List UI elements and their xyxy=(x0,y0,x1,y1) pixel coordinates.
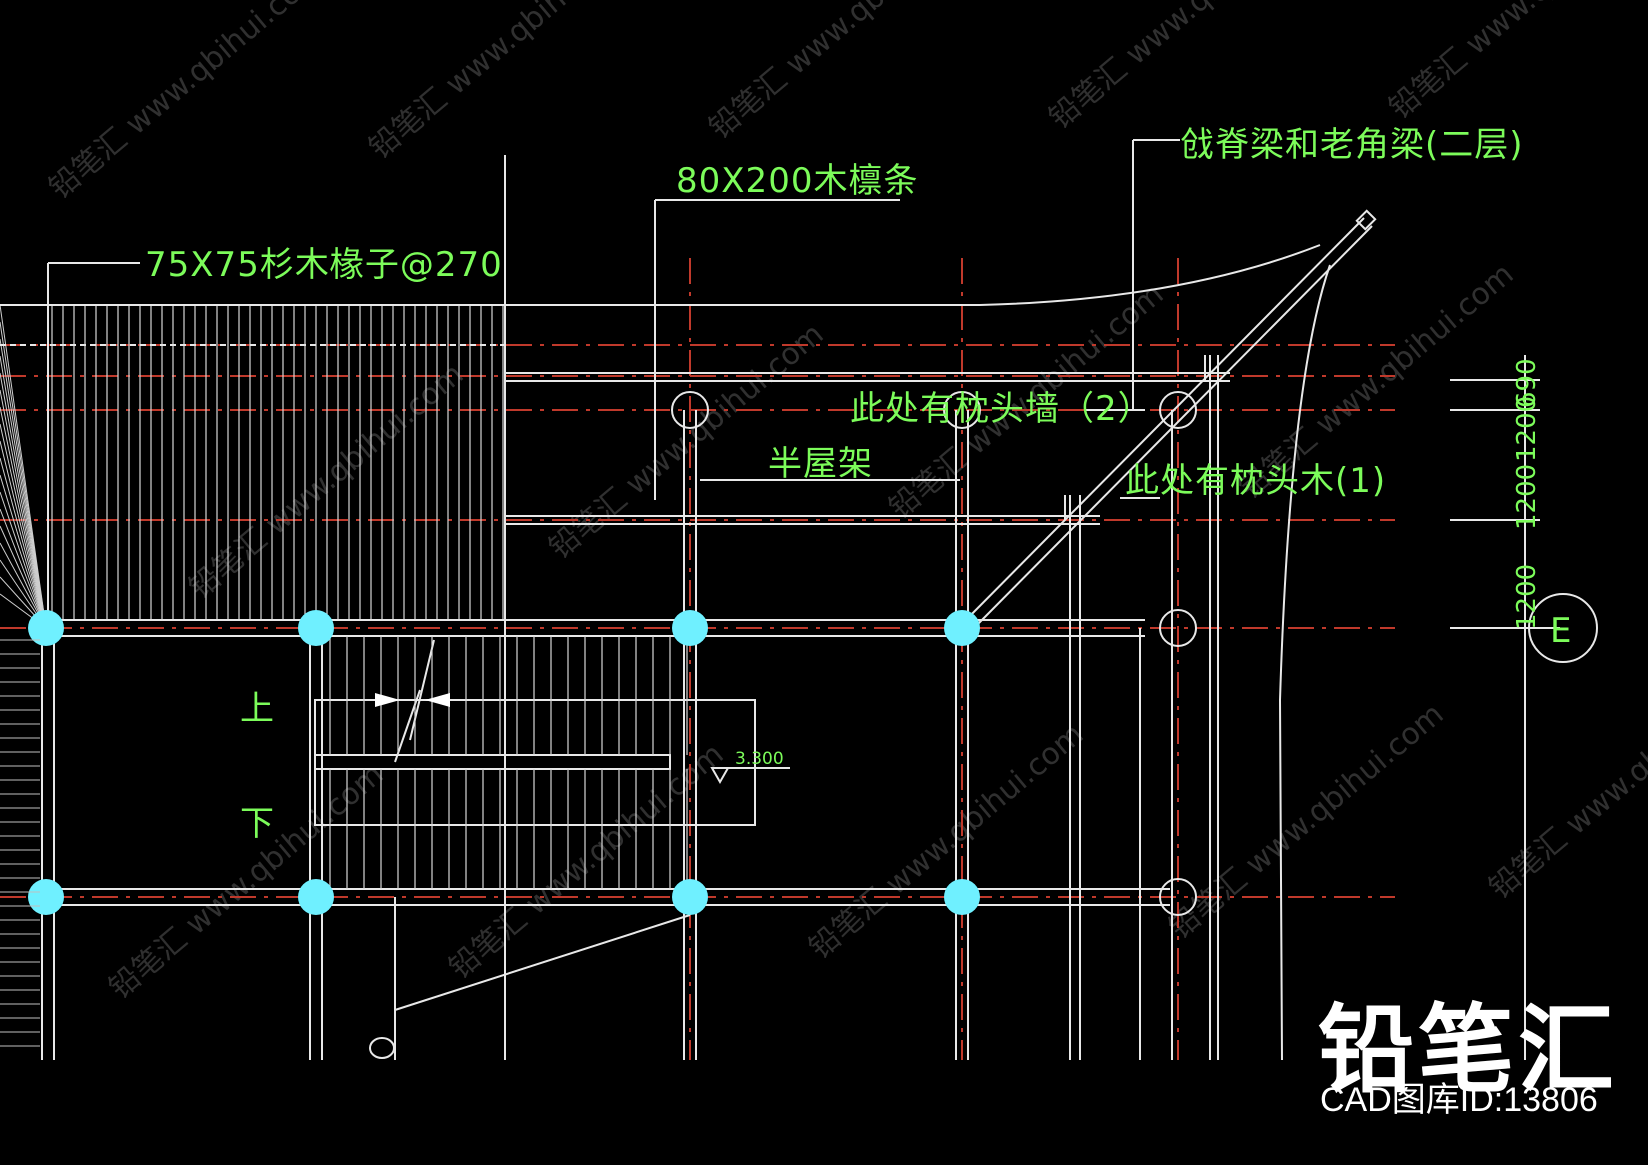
fan-line xyxy=(0,440,47,629)
watermark-text: 铅笔汇 www.qbihui.com xyxy=(703,0,991,146)
stair-arrows xyxy=(375,693,450,707)
rafter-label: 75X75杉木椽子@270 xyxy=(145,245,503,285)
fan-line xyxy=(0,423,47,629)
pillow-wood-label: 此处有枕头木(1) xyxy=(1125,461,1386,501)
watermark-text: 铅笔汇 www.qbihui.com xyxy=(43,0,331,206)
dim-text-a: 1200 xyxy=(1512,564,1542,630)
fan-line xyxy=(0,389,47,629)
grid-axis-label: E xyxy=(1550,611,1572,651)
watermark-text: 铅笔汇 www.qbihui.com xyxy=(363,0,651,166)
fan-line xyxy=(0,474,47,629)
fan-line xyxy=(0,372,47,629)
stair-up-label: 上 xyxy=(240,689,275,729)
dim-text-c: 1200 xyxy=(1512,396,1542,462)
brand-id: CAD图库ID:13806 xyxy=(1320,1081,1598,1119)
stair-treads xyxy=(329,636,688,889)
ridge-beam-label: 戗脊梁和老角梁(二层) xyxy=(1180,125,1524,165)
fan-line xyxy=(0,508,47,629)
dim-text-d: 690 xyxy=(1512,358,1542,408)
watermark-text: 铅笔汇 www.qbihui.com xyxy=(1043,0,1331,136)
hollow-column-markers xyxy=(369,391,1598,1059)
dim-text-b: 1200 xyxy=(1512,464,1542,530)
fan-line xyxy=(0,457,47,629)
fan-line xyxy=(0,406,47,629)
pillow-wall-label: 此处有枕头墙（2） xyxy=(850,389,1153,429)
structure-lines xyxy=(0,139,1560,1061)
level-mark: 3.300 xyxy=(735,749,784,769)
fan-line xyxy=(0,491,47,629)
rafter-lines xyxy=(51,305,504,620)
stair-down-label: 下 xyxy=(240,804,275,844)
watermark-text: 铅笔汇 www.qbihui.com xyxy=(1163,697,1451,946)
watermark-text: 铅笔汇 www.qbihui.com xyxy=(803,717,1091,966)
fan-line xyxy=(0,355,47,629)
brand-logo-text: 铅笔汇 xyxy=(1318,994,1618,1106)
fan-line xyxy=(0,525,47,629)
watermark-text: 铅笔汇 www.qbihui.com xyxy=(1383,0,1648,126)
fan-rafters xyxy=(0,304,47,629)
left-wall-hatch xyxy=(0,639,40,1047)
dimension-texts: 1200 1200 1200 690 xyxy=(1512,358,1542,630)
watermark-text: 铅笔汇 www.qbihui.com xyxy=(1483,657,1648,906)
watermark-text: 铅笔汇 www.qbihui.com xyxy=(543,317,831,566)
purlin-label: 80X200木檩条 xyxy=(676,161,918,201)
half-truss-label: 半屋架 xyxy=(768,444,873,484)
columns xyxy=(28,610,980,915)
